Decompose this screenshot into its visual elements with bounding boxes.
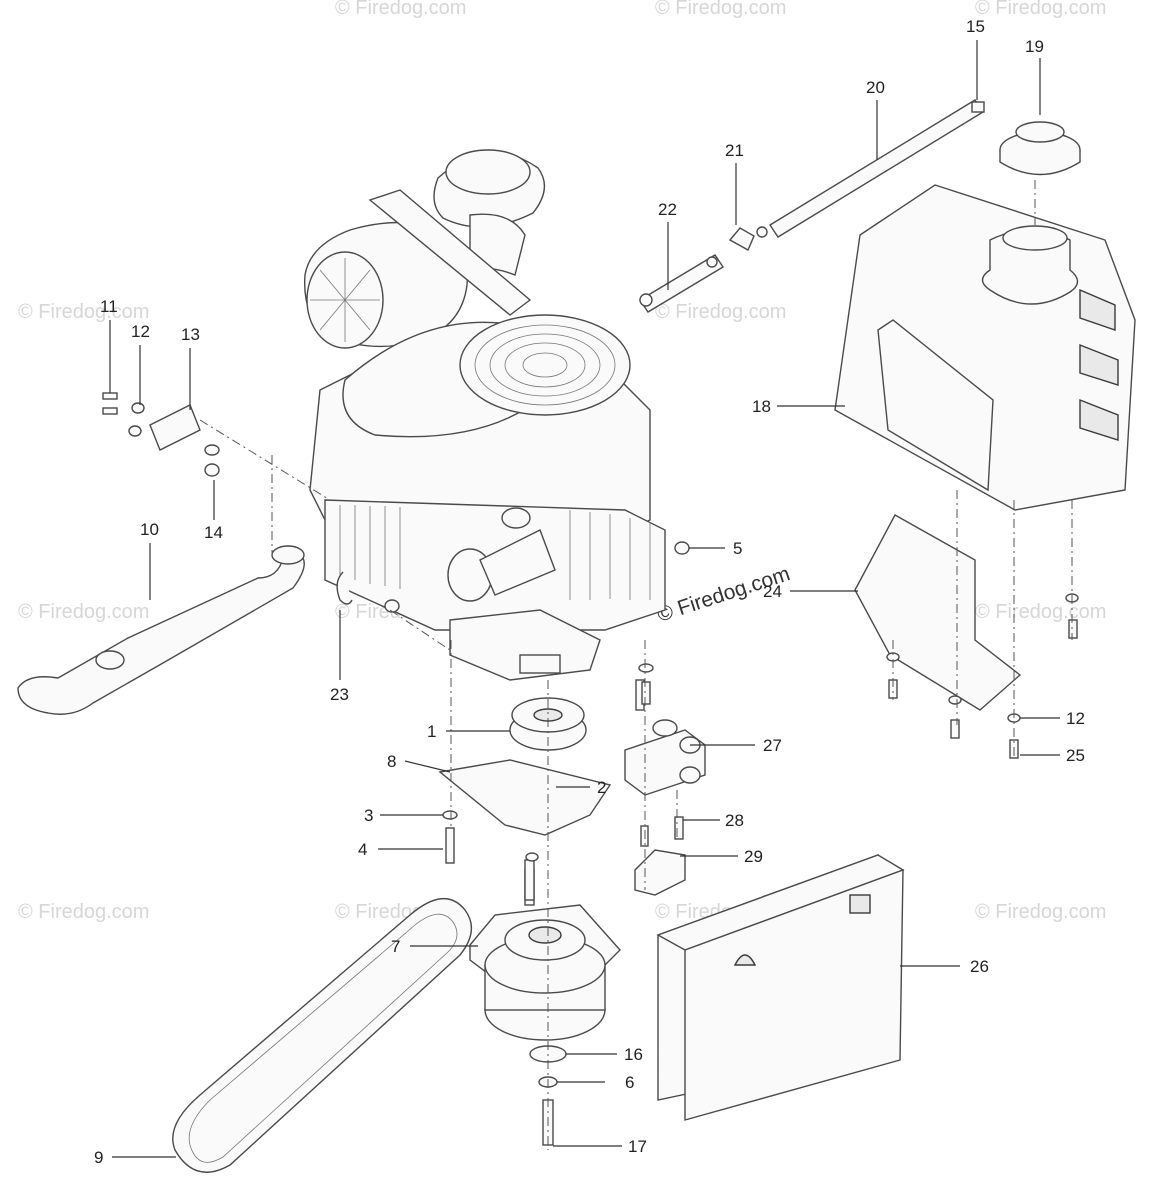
- watermark: © Firedog.com: [18, 601, 149, 623]
- callout-8: 8: [387, 752, 396, 771]
- centerlines: [199, 180, 1073, 1150]
- solenoid: [634, 849, 686, 896]
- callout-12-right: 12: [1066, 709, 1085, 728]
- callout-5: 5: [733, 539, 742, 558]
- fuel-manifold: [624, 679, 706, 796]
- callout-27: 27: [763, 736, 782, 755]
- nut: [674, 541, 690, 555]
- fuel-cap: [999, 121, 1081, 176]
- callout-19: 19: [1025, 37, 1044, 56]
- callout-17: 17: [628, 1137, 647, 1156]
- exhaust-pipe: [17, 557, 305, 715]
- callout-2: 2: [597, 778, 606, 797]
- callout-25: 25: [1066, 746, 1085, 765]
- engine: [303, 149, 666, 681]
- watermark: © Firedog.com: [18, 901, 149, 923]
- callout-4: 4: [358, 840, 367, 859]
- battery: [656, 853, 905, 1121]
- callout-24: 24: [763, 582, 782, 601]
- leader-lines: [109, 40, 1060, 1158]
- callout-20: 20: [866, 78, 885, 97]
- watermark: © Firedog.com: [655, 301, 786, 323]
- clutch-bracket: [438, 759, 612, 836]
- callout-3: 3: [364, 806, 373, 825]
- callout-26: 26: [970, 957, 989, 976]
- callout-7: 7: [391, 937, 400, 956]
- callouts: 1 2 3 4 5 6 7 8 9 10 11 12 13 14 15 16 1…: [94, 17, 1085, 1167]
- watermark: © Firedog.com: [655, 0, 786, 19]
- clip: [336, 571, 353, 605]
- callout-1: 1: [427, 722, 436, 741]
- watermark: © Firedog.com: [975, 0, 1106, 19]
- callout-14: 14: [204, 523, 223, 542]
- callout-28: 28: [725, 811, 744, 830]
- screw: [674, 816, 684, 840]
- callout-11: 11: [100, 297, 118, 316]
- pto-clutch: [469, 869, 621, 1041]
- bolt: [445, 827, 455, 864]
- callout-10: 10: [140, 520, 159, 539]
- washer: [442, 810, 458, 820]
- heat-shield: [854, 514, 1022, 711]
- fuel-tank: [834, 184, 1136, 511]
- callout-16: 16: [624, 1045, 643, 1064]
- tank-hardware: [886, 593, 1079, 759]
- watermark: © Firedog.com: [18, 301, 149, 323]
- callout-9: 9: [94, 1148, 103, 1167]
- callout-29: 29: [744, 847, 763, 866]
- callout-13: 13: [181, 325, 200, 344]
- callout-23: 23: [330, 685, 349, 704]
- fuel-line: [639, 99, 985, 313]
- belt: [172, 897, 473, 1173]
- watermark: © Firedog.com: [335, 0, 466, 19]
- callout-21: 21: [725, 141, 744, 160]
- callout-6: 6: [625, 1073, 634, 1092]
- bracket-hardware: [102, 392, 220, 477]
- callout-22: 22: [658, 200, 677, 219]
- watermark: © Firedog.com: [975, 901, 1106, 923]
- watermark: © Firedog.com: [975, 601, 1106, 623]
- callout-12-left: 12: [131, 322, 150, 341]
- callout-18: 18: [752, 397, 771, 416]
- callout-15: 15: [966, 17, 985, 36]
